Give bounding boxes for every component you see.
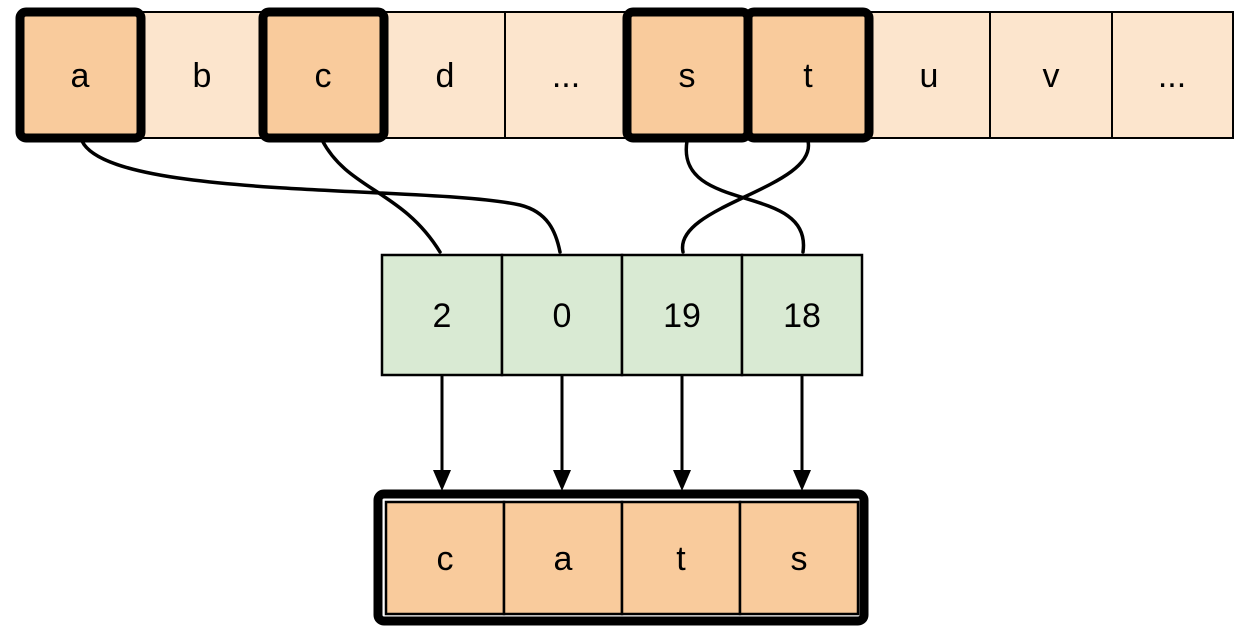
alphabet-label-u: u <box>920 57 939 95</box>
word-cell-c-bg <box>384 500 506 616</box>
highlight-border-c <box>258 7 389 143</box>
index-value-0: 0 <box>553 297 572 335</box>
arrowhead-2-icon <box>553 470 571 491</box>
highlight-border-a <box>15 7 146 143</box>
alphabet-cell-ellipsis1-bg <box>504 11 628 139</box>
index-cell-19-bg <box>620 253 744 377</box>
connector-curve-t-to-19 <box>681 139 810 254</box>
index-value-2: 2 <box>433 297 452 335</box>
alphabet-cell-ellipsis2-bg <box>1111 11 1234 139</box>
word-letter-c: c <box>437 540 454 578</box>
alphabet-cell-b-bg <box>140 11 264 139</box>
word-letter-a: a <box>554 540 573 578</box>
word-letter-t: t <box>676 540 686 578</box>
alphabet-label-c: c <box>315 57 332 95</box>
alphabet-label-s: s <box>679 57 696 95</box>
index-value-18: 18 <box>783 297 821 335</box>
index-cell-18-bg <box>740 253 864 377</box>
word-cell-t-bg <box>620 500 742 616</box>
index-to-word-arrows <box>440 376 804 472</box>
word-letter-s: s <box>791 540 808 578</box>
alphabet-cell-a-bg <box>19 11 142 139</box>
alphabet-cell-v-bg <box>989 11 1113 139</box>
word-cell-a-bg <box>502 500 624 616</box>
alphabet-label-d: d <box>436 57 455 95</box>
arrowhead-4-icon <box>793 470 811 491</box>
alphabet-label-t: t <box>803 57 813 95</box>
word-array: c a t s <box>373 489 869 626</box>
alphabet-label-ellipsis2: ... <box>1158 57 1186 95</box>
alphabet-row: a b c d ... s t u v ... <box>15 7 1234 143</box>
word-cell-s-bg <box>738 500 860 616</box>
alphabet-label-b: b <box>193 57 212 95</box>
highlight-border-t <box>743 7 874 143</box>
index-cell-0-bg <box>500 253 624 377</box>
alphabet-label-v: v <box>1043 57 1060 95</box>
connector-curve-a-to-0 <box>80 139 562 254</box>
alphabet-label-a: a <box>71 57 90 95</box>
index-cell-2-bg <box>380 253 504 377</box>
letter-to-index-connectors <box>80 138 810 254</box>
index-value-19: 19 <box>663 297 701 335</box>
arrowheads <box>433 470 811 491</box>
index-array: 2 0 19 18 <box>380 253 864 377</box>
connector-curve-c-to-2 <box>320 138 442 254</box>
arrowhead-3-icon <box>673 470 691 491</box>
alphabet-label-ellipsis1: ... <box>552 57 580 95</box>
arrowhead-1-icon <box>433 470 451 491</box>
